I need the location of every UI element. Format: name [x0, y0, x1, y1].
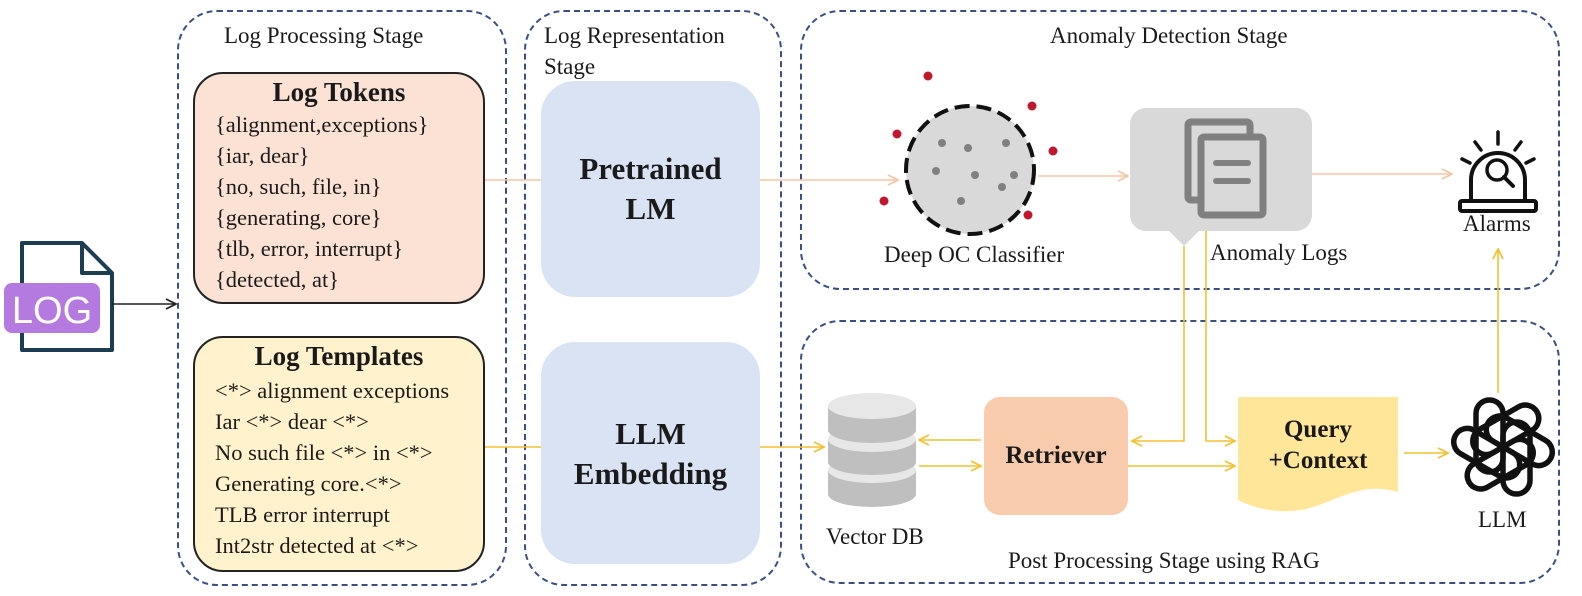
log-token-line: {alignment,exceptions} — [215, 112, 429, 137]
log-template-line: Generating core.<*> — [215, 471, 402, 496]
anomaly-logs-icon — [1130, 108, 1312, 246]
vector-db-icon — [828, 393, 916, 507]
deep-oc-classifier-label: Deep OC Classifier — [884, 242, 1065, 267]
anomaly-detection-stage-title: Anomaly Detection Stage — [1050, 23, 1288, 48]
log-token-line: {detected, at} — [215, 267, 340, 292]
llm-embedding-label-line2: Embedding — [573, 456, 728, 491]
llm-icon — [1450, 397, 1556, 497]
log-tokens-title: Log Tokens — [272, 77, 406, 107]
log-template-line: TLB error interrupt — [215, 502, 390, 527]
query-label-line1: Query — [1283, 416, 1353, 443]
retriever-box — [984, 397, 1128, 515]
pretrained-lm-block: Pretrained LM — [541, 81, 760, 297]
anomaly-logs-to-retriever-arrow — [1132, 246, 1185, 441]
log-token-line: {iar, dear} — [215, 143, 310, 168]
query-label-line2: +Context — [1268, 447, 1368, 474]
log-token-line: {no, such, file, in} — [215, 174, 382, 199]
log-token-line: {tlb, error, interrupt} — [215, 236, 404, 261]
anomaly-logs-to-query-arrow — [1205, 231, 1235, 441]
log-template-line: Iar <*> dear <*> — [215, 409, 369, 434]
log-processing-stage-title: Log Processing Stage — [224, 23, 424, 48]
log-processing-stage — [177, 10, 507, 586]
log-templates-box: Log Templates <*> alignment exceptions I… — [193, 336, 485, 572]
log-representation-stage — [524, 10, 782, 586]
log-template-line: <*> alignment exceptions — [215, 378, 450, 403]
anomaly-logs-label: Anomaly Logs — [1210, 240, 1348, 265]
log-representation-stage-title-line1: Log Representation — [544, 23, 725, 48]
log-token-line: {generating, core} — [215, 205, 382, 230]
log-template-line: No such file <*> in <*> — [215, 440, 433, 465]
post-processing-stage-title: Post Processing Stage using RAG — [1008, 548, 1320, 573]
log-file-icon — [4, 241, 114, 352]
query-context-document — [1238, 397, 1398, 512]
pretrained-lm-label-line2: LM — [625, 191, 676, 226]
alarms-label: Alarms — [1463, 211, 1531, 236]
deep-oc-classifier-icon — [879, 71, 1058, 236]
alarm-icon — [1458, 130, 1538, 213]
log-tokens-box: Log Tokens {alignment,exceptions} {iar, … — [193, 72, 485, 304]
log-template-line: Int2str detected at <*> — [215, 533, 419, 558]
llm-label: LLM — [1478, 507, 1527, 532]
llm-embedding-label-line1: LLM — [615, 416, 686, 451]
post-processing-stage — [800, 320, 1560, 584]
vector-db-label: Vector DB — [826, 524, 924, 549]
log-icon-text: LOG — [12, 290, 92, 332]
llm-embedding-block: LLM Embedding — [541, 342, 760, 564]
pretrained-lm-label-line1: Pretrained — [579, 151, 722, 186]
anomaly-detection-stage — [800, 10, 1560, 290]
retriever-label: Retriever — [1005, 442, 1107, 469]
log-representation-stage-title-line2: Stage — [544, 54, 596, 79]
log-templates-title: Log Templates — [254, 341, 424, 371]
